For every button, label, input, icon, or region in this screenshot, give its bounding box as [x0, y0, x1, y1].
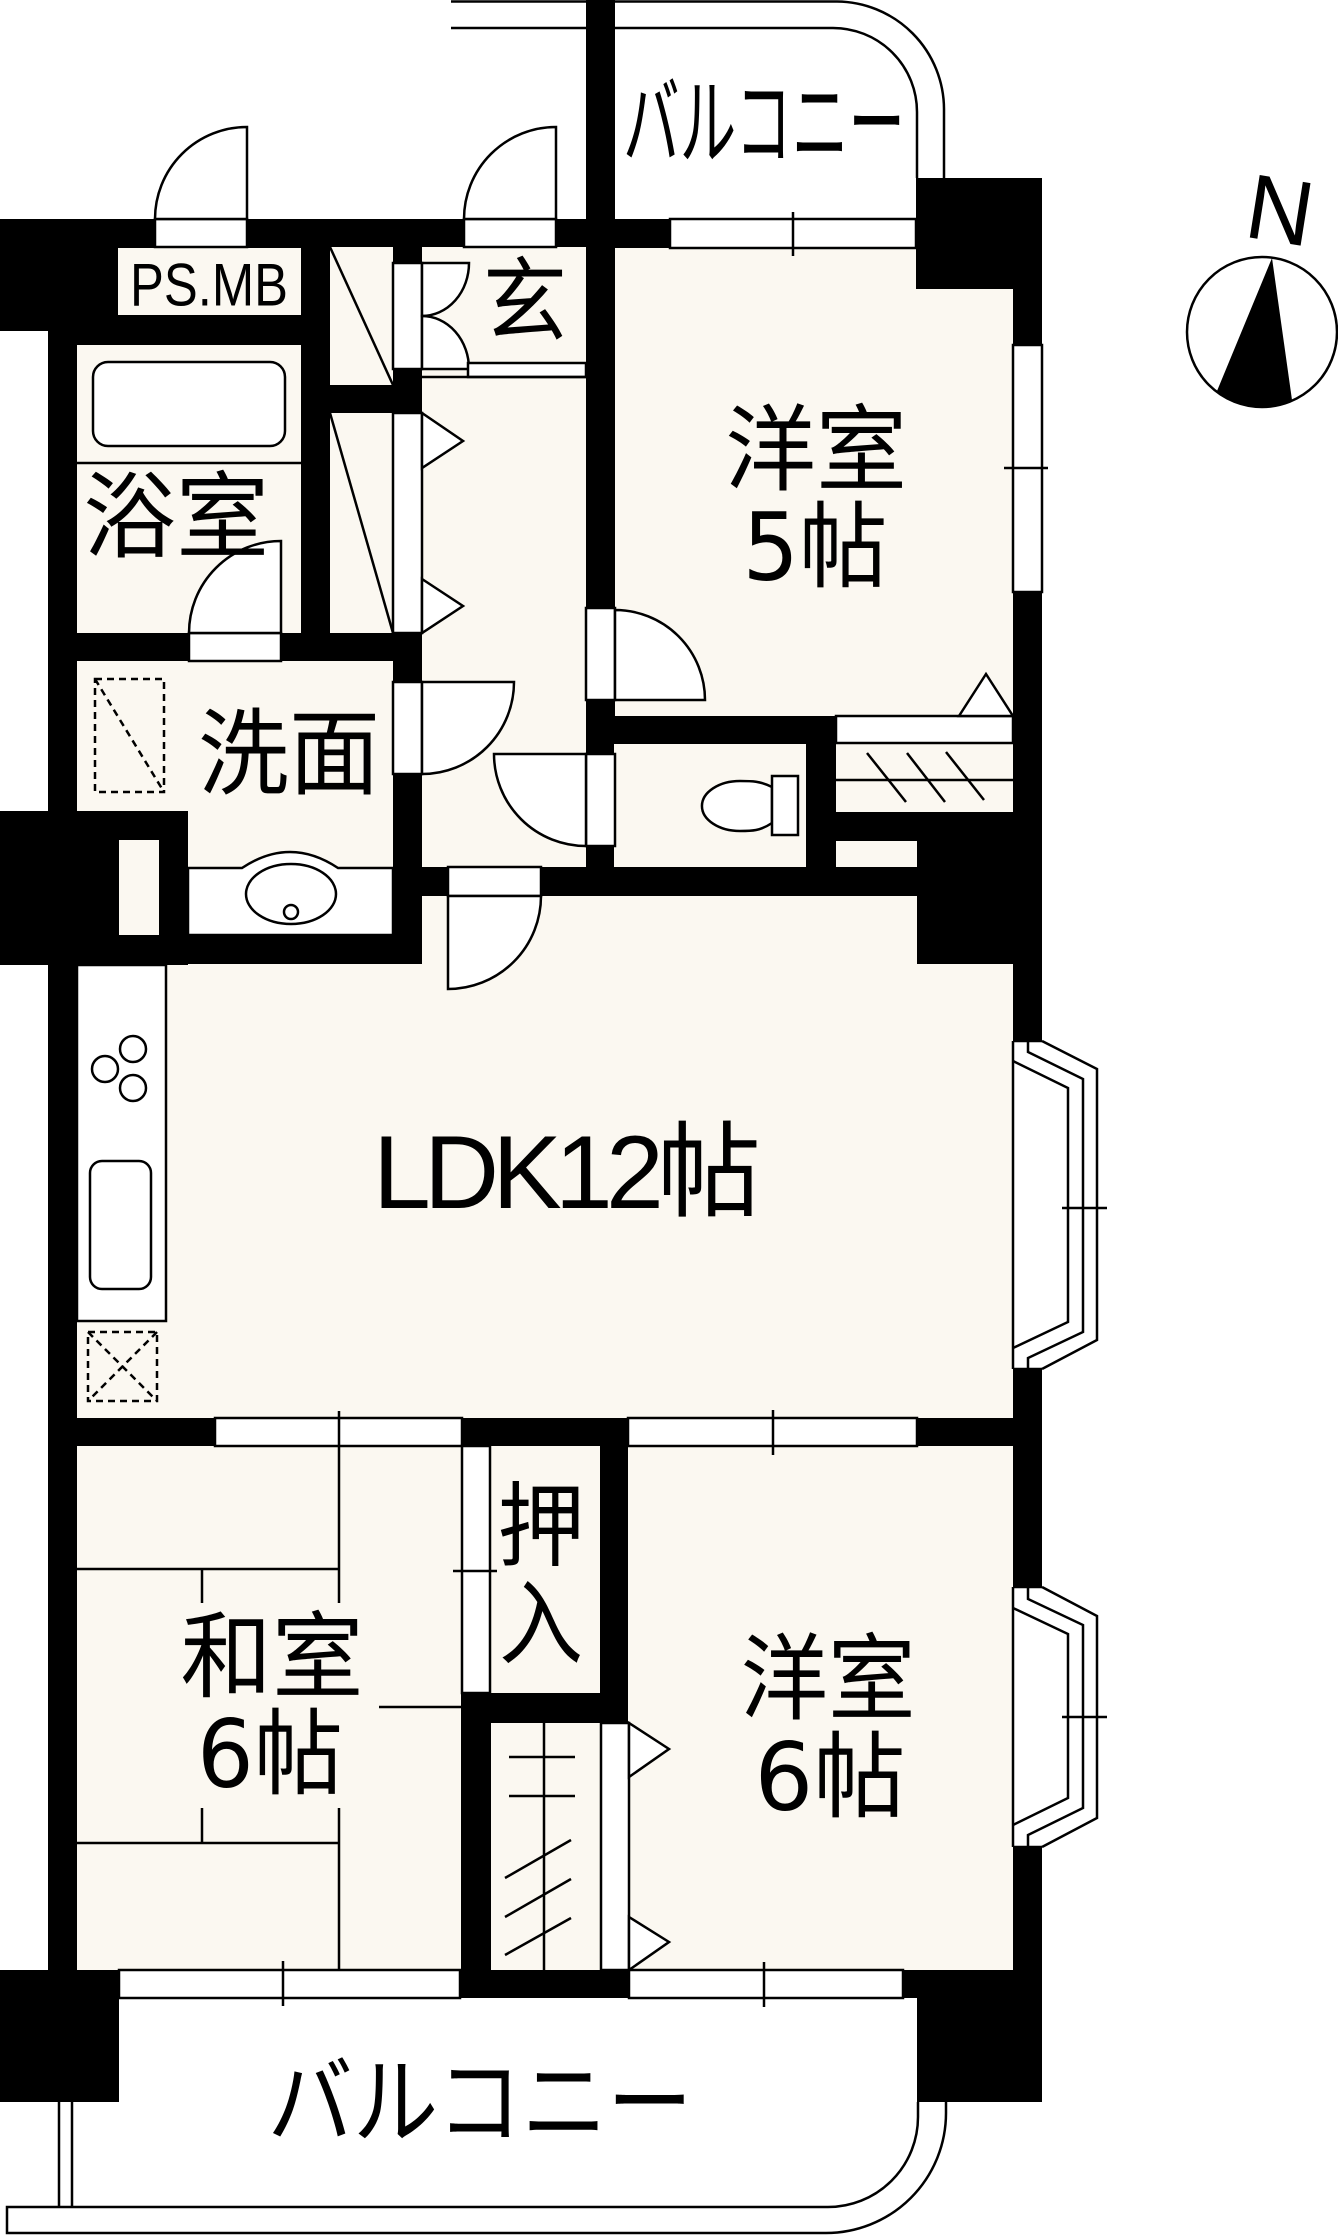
kitchen-sink [88, 1159, 153, 1291]
wall-washroom-left-block [0, 811, 188, 965]
window-south-room-balcony [627, 1968, 905, 2000]
column-mid-right [917, 812, 1042, 964]
door-ldk [446, 865, 543, 991]
washroom-label: 洗面 [198, 701, 380, 810]
bay-window-ldk [1011, 1039, 1107, 1371]
closet-north-lines [836, 751, 1013, 803]
compass-north-label: N [1239, 155, 1321, 266]
floor-closet-south [491, 1723, 601, 1970]
ldk-label: LDK12帖 [373, 1115, 761, 1231]
tatami-lines [77, 1411, 462, 1970]
door-bathroom [187, 539, 283, 663]
shoe-closet-lower-diagonal [328, 412, 395, 634]
vanity-sink [244, 862, 338, 926]
door-western-room-north [584, 606, 707, 702]
column-top-right [916, 178, 1042, 289]
sliding-door-closet-north [834, 671, 1016, 745]
balcony-bottom-label: バルコニー [268, 2047, 693, 2159]
sliding-door-closet-corridor [391, 410, 466, 636]
north-compass: N [1185, 155, 1338, 409]
pipe-space-niche [119, 840, 159, 935]
floor-ldk [77, 896, 1013, 1418]
entrance-label: 玄 [483, 249, 567, 356]
western-room-north-size: 5帖 [743, 494, 888, 603]
door-shoe-closet-double [391, 261, 471, 371]
balcony-bottom-outline [5, 2102, 948, 2235]
doors [153, 125, 1016, 1973]
column-bottom-right [917, 1970, 1042, 2102]
door-entrance [462, 125, 558, 249]
western-room-north-label: 洋室 [725, 397, 907, 506]
ps-mb-label: PS.MB [130, 252, 288, 319]
vanity-drain [282, 903, 300, 921]
western-room-south-label: 洋室 [741, 1626, 916, 1735]
fixtures [75, 246, 1013, 1970]
shoe-closet-upper-diagonal [328, 246, 395, 386]
oshiire-label-top: 押 [498, 1474, 585, 1581]
closet-south-lines [504, 1723, 575, 1970]
toilet [700, 774, 800, 837]
door-ps-mb [153, 125, 249, 249]
stove-burner [118, 1073, 148, 1103]
labels: バルコニー PS.MB 玄 浴室 洋室 5帖 洗面 LDK12帖 和室 6帖 押… [83, 68, 916, 2159]
japanese-room-label: 和室 [181, 1604, 364, 1713]
bathtub [91, 360, 287, 448]
western-room-south-size: 6帖 [755, 1724, 906, 1833]
sliding-door-closet-south [599, 1720, 672, 1973]
column-bottom-left [0, 1970, 119, 2102]
floor-oshiire [490, 1446, 600, 1693]
floor-small-storage [836, 841, 917, 867]
wall-overlays [0, 178, 1042, 965]
floor-ps-mb [118, 248, 301, 315]
door-toilet [492, 752, 617, 848]
stove-burner [90, 1054, 120, 1084]
balcony-top-label: バルコニー [623, 68, 905, 180]
bay-window-south-room [1011, 1585, 1107, 1849]
wall-top-left-block [0, 219, 48, 331]
oshiire-label-bottom: 入 [499, 1572, 583, 1679]
balcony-top-outline [451, 0, 946, 178]
door-washroom [391, 680, 516, 776]
refrigerator-space [86, 1330, 159, 1403]
window-japanese-balcony [117, 1968, 462, 2000]
floor-western-room-south [628, 1446, 1013, 1970]
wall-balcony-divider [586, 0, 615, 219]
windows [117, 212, 1107, 2007]
stove-burner [118, 1034, 148, 1064]
japanese-room-size: 6帖 [197, 1701, 343, 1810]
bathroom-label: 浴室 [83, 464, 269, 573]
entrance-step [466, 361, 588, 379]
compass-needle-icon [1217, 258, 1292, 407]
washing-machine-space [93, 677, 166, 794]
sliding-door-oshiire [453, 1444, 497, 1695]
